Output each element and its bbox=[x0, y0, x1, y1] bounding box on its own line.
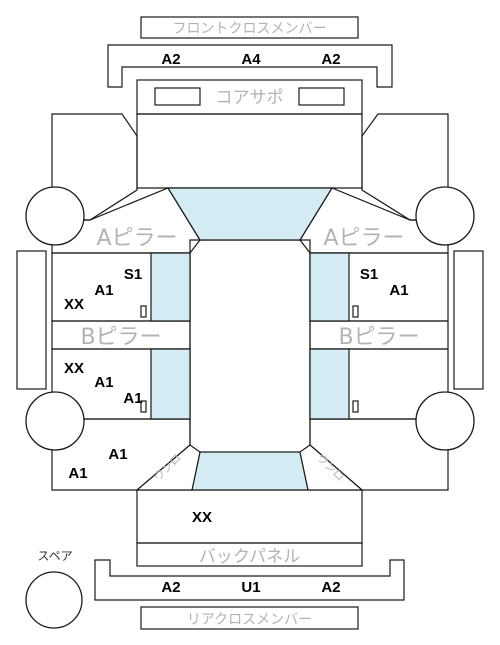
left-rear-door-handle bbox=[140, 400, 147, 413]
core-support-right-slot bbox=[298, 87, 345, 106]
left-rear-door-code-a: A1 bbox=[94, 374, 113, 391]
spare-label: スペア bbox=[37, 549, 72, 563]
core-support-label: コアサポ bbox=[216, 88, 284, 108]
spare-tire bbox=[25, 571, 83, 629]
left-front-door-code-s: S1 bbox=[124, 266, 142, 283]
right-b-pillar-label: Bピラー bbox=[338, 325, 419, 350]
back-panel-label: バックパネル bbox=[199, 547, 300, 567]
left-front-door-handle bbox=[140, 305, 147, 318]
right-front-door-code-s: S1 bbox=[360, 266, 378, 283]
left-c-pillar bbox=[135, 444, 201, 491]
rear-right-code: A2 bbox=[321, 579, 340, 596]
rear-bracket bbox=[94, 559, 405, 601]
back-panel bbox=[136, 542, 363, 567]
left-quarter-code-1: A1 bbox=[108, 446, 127, 463]
left-a-pillar-label: Aピラー bbox=[96, 226, 177, 251]
right-rear-door-handle bbox=[352, 400, 359, 413]
front-cross-member-box bbox=[140, 16, 359, 39]
rear-window bbox=[191, 451, 309, 491]
front-right-wheel bbox=[415, 186, 475, 246]
hood-panel bbox=[136, 113, 363, 189]
rear-center-code: U1 bbox=[241, 579, 260, 596]
left-rocker-strip bbox=[16, 250, 47, 390]
right-c-pillar bbox=[299, 444, 364, 491]
right-a-pillar-label: Aピラー bbox=[323, 226, 404, 251]
left-front-window bbox=[150, 252, 191, 322]
right-front-door-handle bbox=[352, 305, 359, 318]
rear-left-code: A2 bbox=[161, 579, 180, 596]
right-rocker-strip bbox=[453, 250, 484, 390]
core-support-left-slot bbox=[154, 87, 201, 106]
trunk-code: XX bbox=[192, 509, 212, 526]
trunk-panel bbox=[136, 489, 363, 544]
rear-cross-member-label: リアクロスメンバー bbox=[187, 612, 312, 628]
left-rear-door-code-a2: A1 bbox=[123, 390, 142, 407]
rear-left-wheel bbox=[25, 391, 85, 451]
front-bracket bbox=[107, 44, 393, 88]
left-front-door-code-a: A1 bbox=[94, 282, 113, 299]
front-cross-member-label: フロントクロスメンバー bbox=[173, 21, 327, 37]
right-rear-window bbox=[309, 348, 350, 420]
rear-cross-member-box bbox=[140, 606, 359, 630]
front-left-code: A2 bbox=[161, 51, 180, 68]
front-center-code: A4 bbox=[241, 51, 261, 68]
left-rear-window bbox=[150, 348, 191, 420]
rear-right-wheel bbox=[415, 391, 475, 451]
right-front-window bbox=[309, 252, 350, 322]
left-quarter-code-2: A1 bbox=[68, 465, 87, 482]
front-right-code: A2 bbox=[321, 51, 340, 68]
left-front-door-code-x: XX bbox=[64, 296, 84, 313]
front-left-wheel bbox=[25, 186, 85, 246]
roof-panel bbox=[189, 239, 311, 464]
right-front-door-code-a: A1 bbox=[389, 282, 408, 299]
left-b-pillar-label: Bピラー bbox=[80, 325, 161, 350]
left-rear-door-code-x: XX bbox=[64, 360, 84, 377]
windshield bbox=[166, 187, 334, 241]
